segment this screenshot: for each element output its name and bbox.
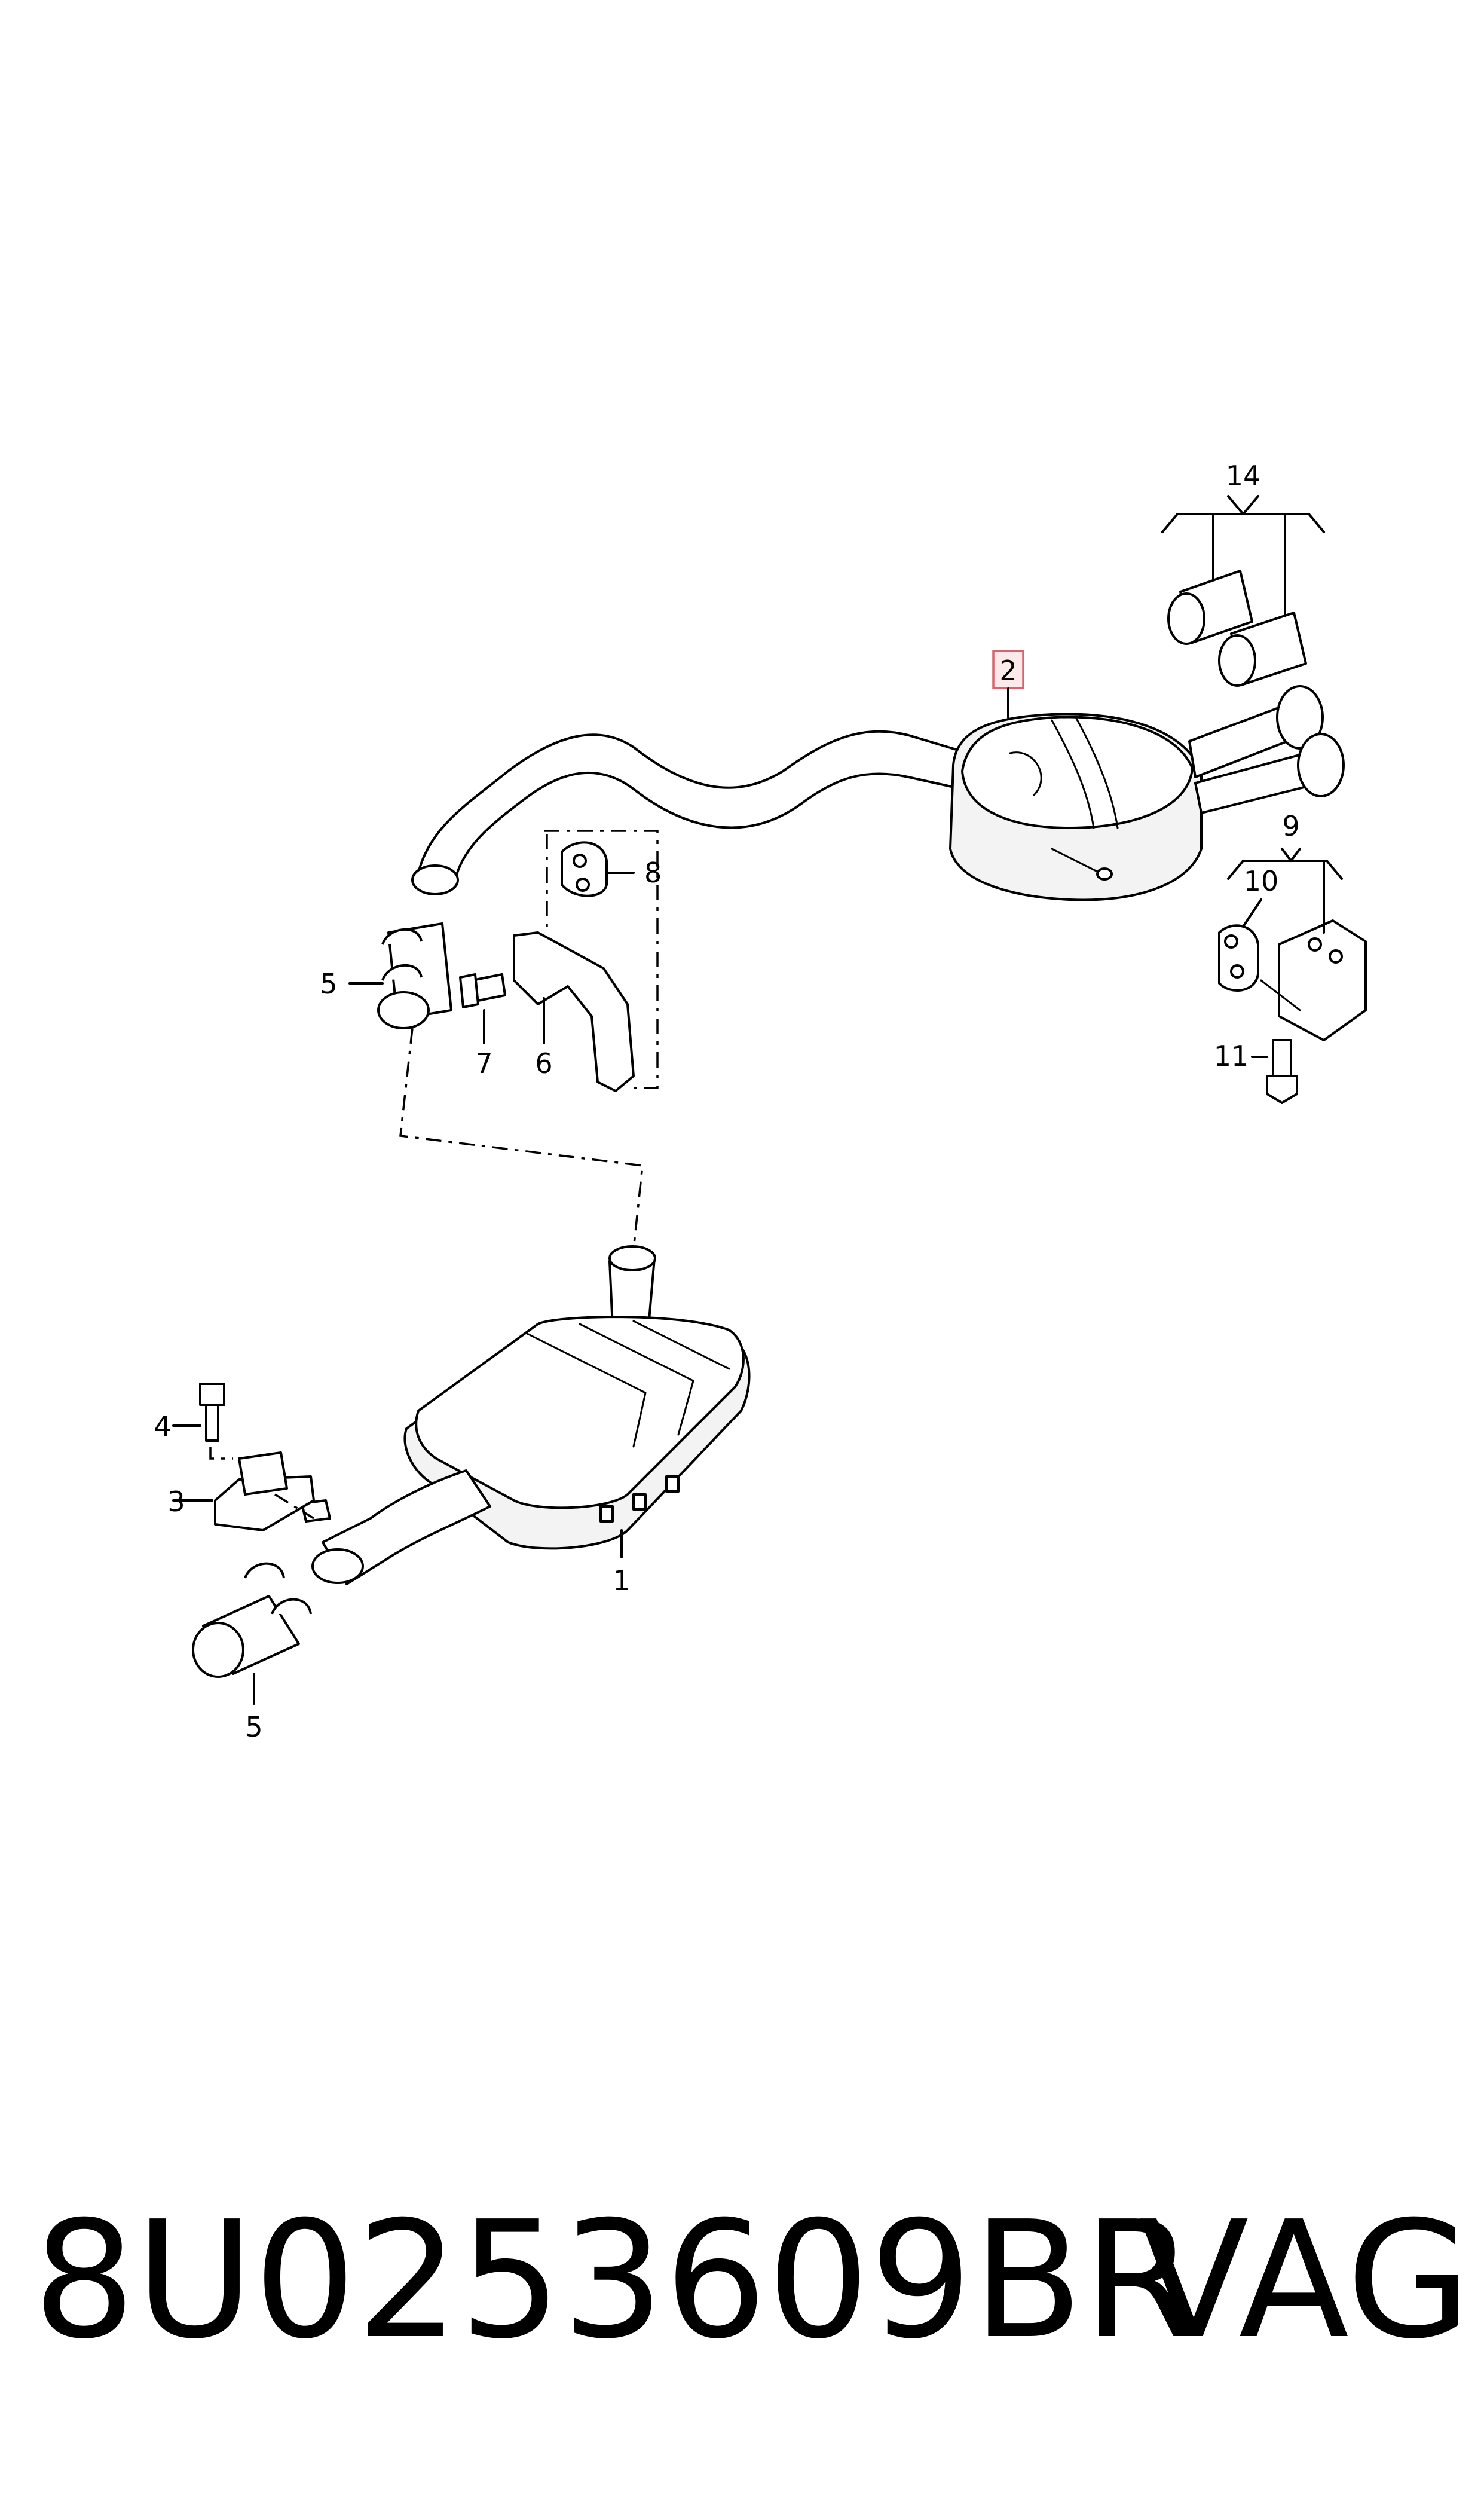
callout-9[interactable]: 9 [1282, 810, 1299, 842]
rubber-mounting-8 [561, 841, 635, 897]
connection-dashline [399, 1028, 644, 1250]
callout-6[interactable]: 6 [535, 1047, 552, 1080]
clamp-upper [348, 922, 452, 1029]
callout-labels: 2 14 8 9 10 5 7 6 11 4 3 1 5 [154, 460, 1299, 1743]
tailpipe-trims [1161, 495, 1325, 687]
brand-name: VAG [1139, 2186, 1471, 2374]
callout-2[interactable]: 2 [999, 655, 1017, 687]
callout-4[interactable]: 4 [154, 1410, 171, 1442]
callout-3[interactable]: 3 [167, 1485, 185, 1518]
callout-8[interactable]: 8 [644, 857, 662, 889]
callout-5-lower[interactable]: 5 [245, 1711, 262, 1743]
part-number: 8U0253609BR [33, 2186, 1195, 2374]
clamp-lower [192, 1562, 312, 1705]
callout-7[interactable]: 7 [475, 1047, 492, 1080]
callout-5-upper[interactable]: 5 [320, 968, 337, 1000]
bracket-6 [459, 830, 659, 1092]
rear-silencer [949, 685, 1345, 901]
centre-silencer [301, 1245, 751, 1585]
callout-1[interactable]: 1 [613, 1564, 630, 1597]
callout-11[interactable]: 11 [1214, 1040, 1249, 1072]
callout-14[interactable]: 14 [1226, 460, 1261, 492]
intermediate-pipe [411, 730, 969, 895]
clamp-bracket-3 [172, 1383, 315, 1531]
callout-10[interactable]: 10 [1244, 865, 1279, 897]
rear-mounting [1218, 848, 1367, 1104]
